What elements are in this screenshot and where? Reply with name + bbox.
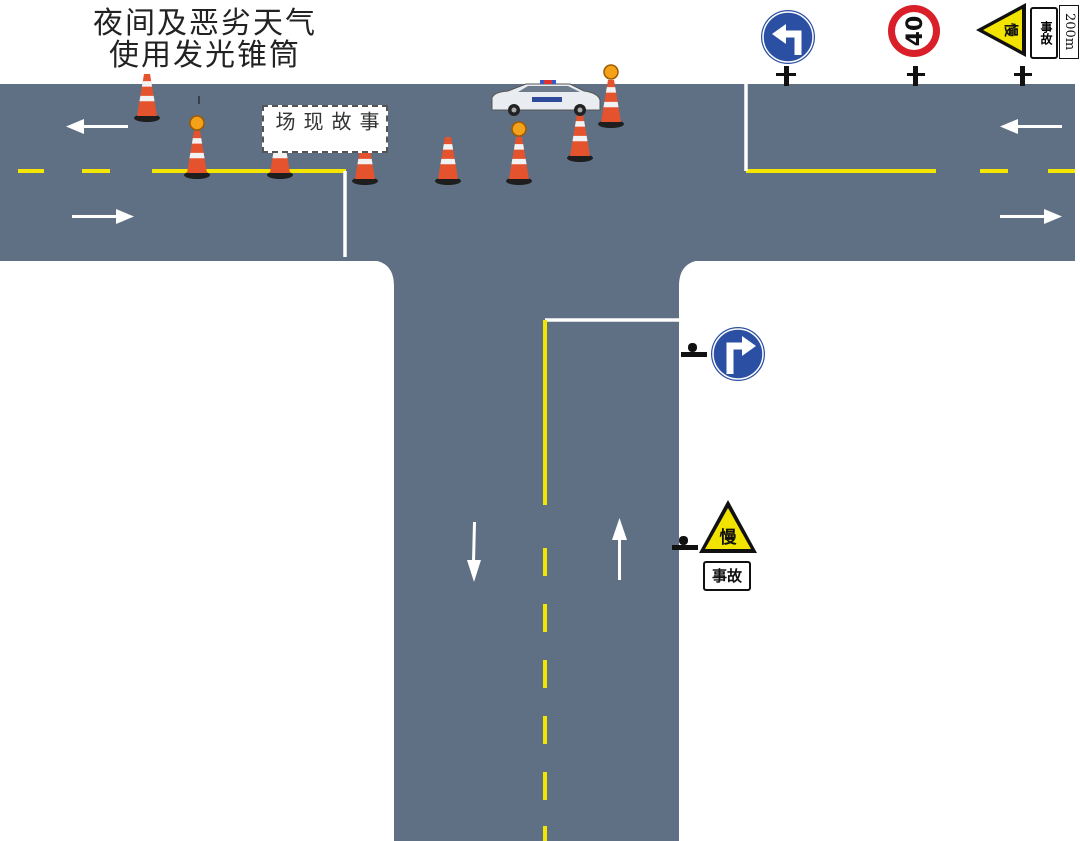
sign-right-turn: [681, 327, 765, 381]
board-char-1: 事: [356, 111, 380, 131]
stop-lines: [343, 84, 748, 322]
side-slow-text: 慢: [720, 527, 738, 548]
accident-scene-board: 事 故 现 场: [262, 105, 388, 153]
lane-arrow-east-right: [1000, 209, 1062, 224]
warning-slow-sign-top: 慢: [976, 3, 1032, 86]
lane-arrow-down: [467, 522, 481, 582]
distance-plate: 200m: [1059, 5, 1079, 59]
board-char-2: 故: [328, 111, 352, 131]
night-weather-note: 夜间及恶劣天气 使用发光锥筒: [70, 8, 340, 72]
top-slow-text: 慢: [1002, 23, 1019, 38]
traffic-cone-icon: [567, 114, 593, 162]
traffic-cone-icon: [506, 121, 532, 185]
traffic-cone-icon: [184, 115, 210, 179]
night-note-line1: 夜间及恶劣天气: [93, 6, 317, 41]
side-accident-plate: 事故: [703, 561, 751, 591]
lane-arrow-east-left: [72, 209, 134, 224]
warning-slow-sign-side: 慢: [672, 500, 757, 553]
traffic-cone-icon: [134, 74, 160, 122]
road-surface: [0, 84, 1075, 841]
lane-arrow-up: [612, 518, 627, 580]
speed-limit-sign: 40: [888, 5, 940, 86]
sign-left-turn: [761, 10, 815, 86]
traffic-cone-icon: [435, 137, 461, 185]
board-char-3: 现: [300, 111, 324, 131]
traffic-cone-icon: [598, 64, 624, 128]
police-car-icon: [491, 80, 601, 116]
lane-arrow-west-left: [66, 119, 128, 134]
night-note-line2: 使用发光锥筒: [109, 38, 301, 73]
top-accident-plate: 事故: [1030, 7, 1058, 59]
board-char-4: 场: [272, 111, 296, 131]
speed-limit-value: 40: [903, 16, 928, 47]
traffic-cones: [134, 64, 624, 185]
lane-arrow-west-right: [1000, 119, 1062, 134]
